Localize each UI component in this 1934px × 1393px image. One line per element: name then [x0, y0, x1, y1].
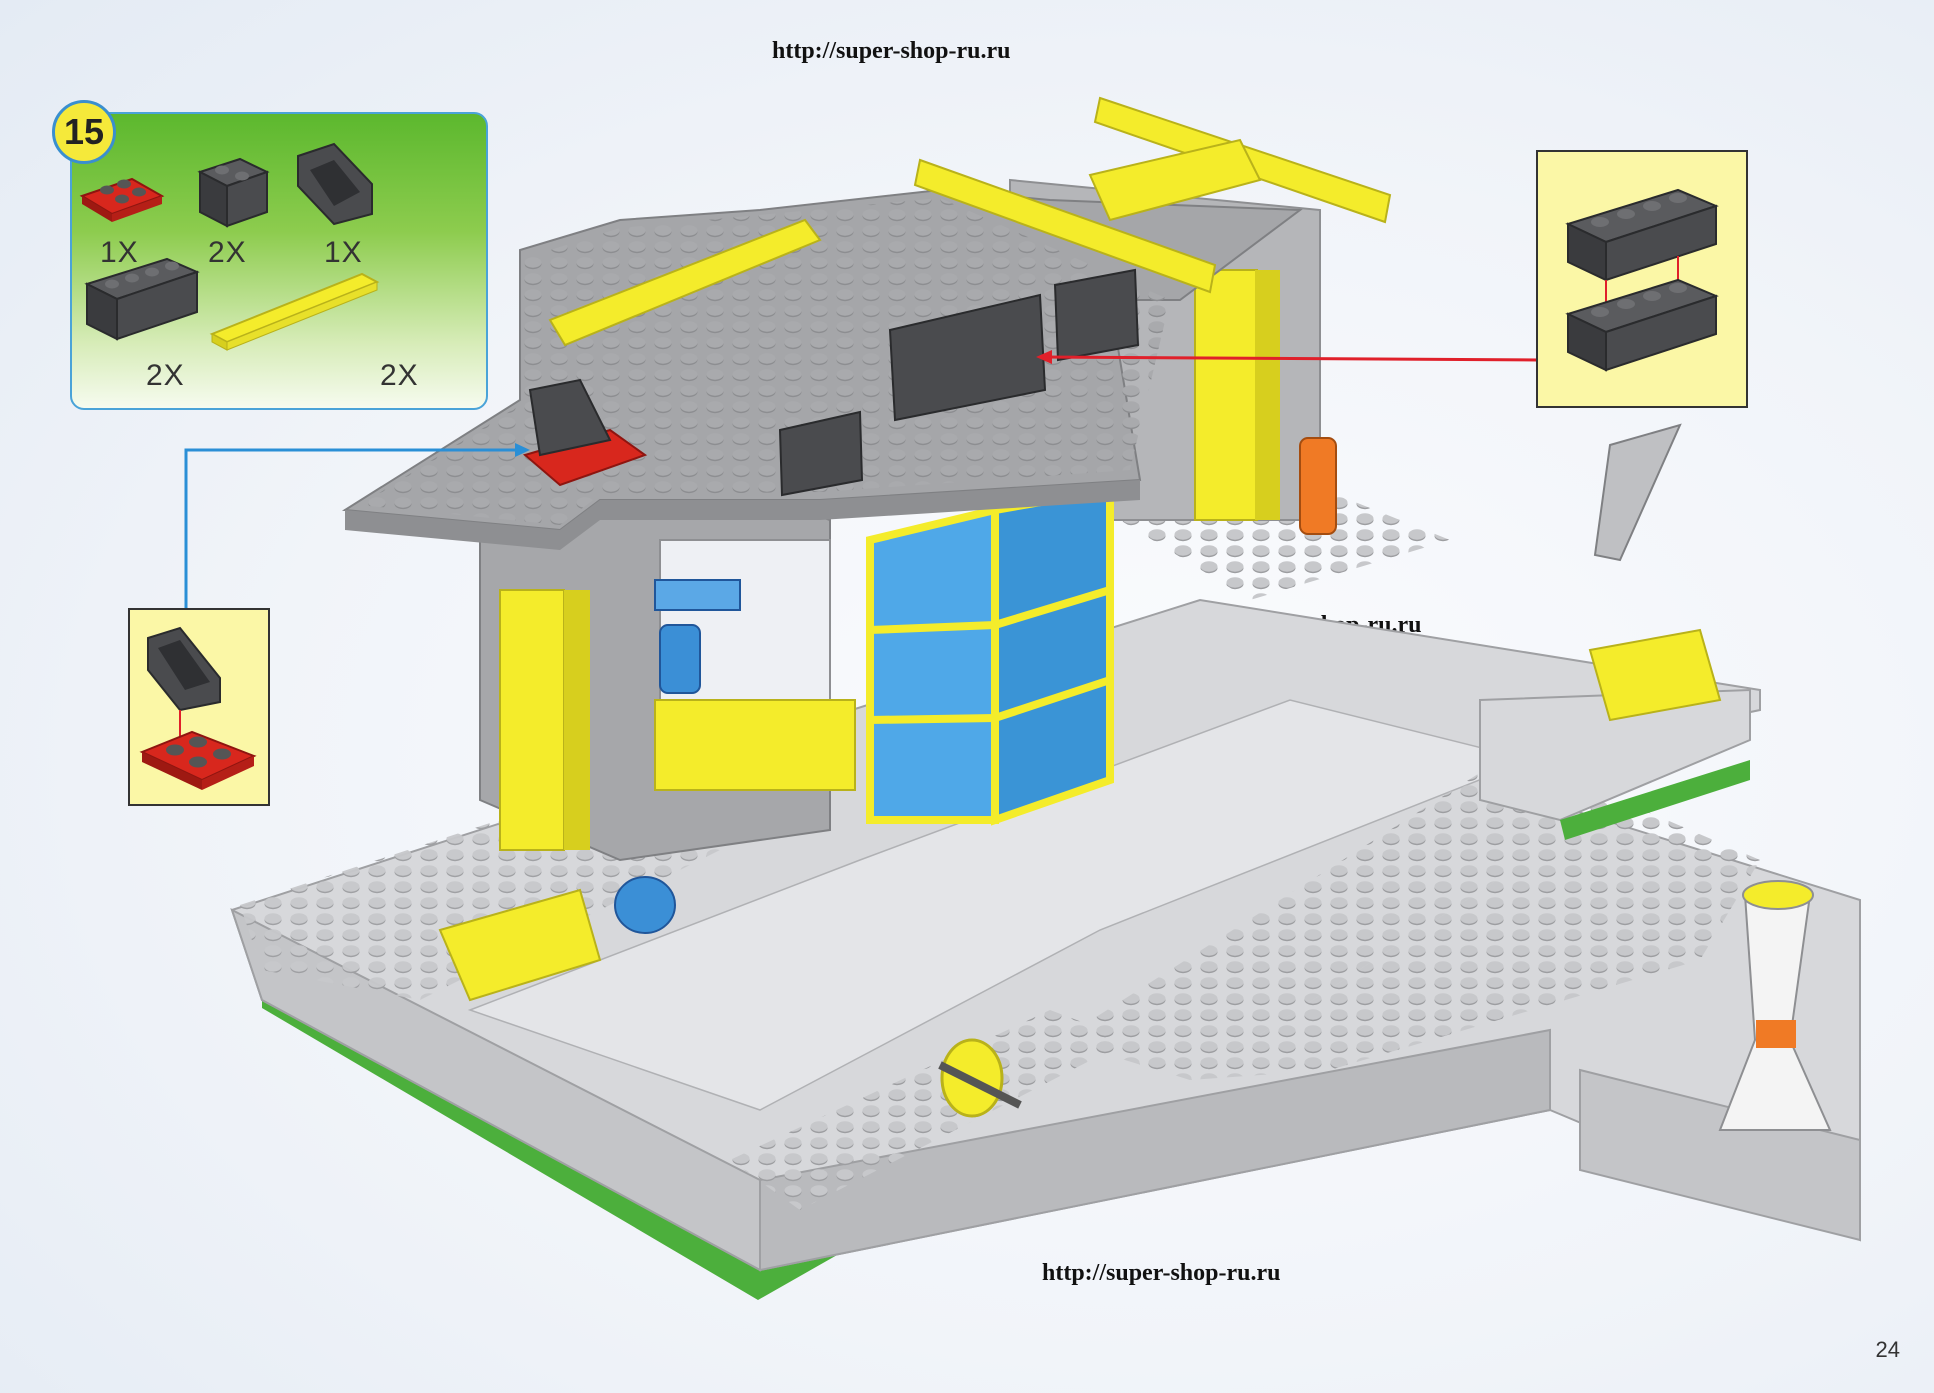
qty-dark-slope: 1X: [324, 236, 363, 269]
page-number: 24: [1875, 1337, 1900, 1362]
dark-brick-1x2-right: [1053, 268, 1140, 362]
callout-slope-on-plate: [128, 608, 270, 806]
orange-hydrant: [1299, 437, 1337, 535]
rear-yellow-column-a: [1194, 269, 1258, 521]
interior-blue-canister: [659, 624, 701, 694]
yellow-plate-roof-center: [1088, 138, 1262, 222]
step-parts-panel: 15: [52, 100, 488, 410]
blue-connector-line: [184, 448, 525, 610]
right-shelf-green: [1560, 760, 1750, 840]
figure-right: [1588, 628, 1722, 722]
floor-studs-front: [730, 1010, 1130, 1210]
dark-slope-roof: [528, 378, 612, 457]
step-number-badge: 15: [52, 100, 116, 164]
callout-stacked-bricks: [1536, 150, 1748, 408]
red-arrowhead: [1036, 350, 1052, 364]
red-connector-line: [1041, 355, 1539, 362]
callout-bricks-svg: [1565, 188, 1719, 372]
floor-studs-diagonal: [1060, 760, 1620, 1080]
dark-brick-1x4-stack: [888, 293, 1047, 422]
watermark-bottom: http://super-shop-ru.ru: [1042, 1260, 1281, 1286]
lamp-tower-top: [1742, 880, 1814, 910]
qty-dark-brick-1x4: 2X: [146, 359, 185, 392]
qty-red-plate: 1X: [100, 236, 139, 269]
yellow-tile-roof-right: [913, 158, 1217, 294]
yellow-column-front-side: [564, 590, 590, 850]
window-frame-h3: [993, 586, 1112, 629]
robot-arm: [1593, 423, 1682, 562]
window-frame-h1: [869, 621, 996, 634]
dark-brick-1x2-left: [778, 410, 864, 497]
blue-arrowhead: [515, 443, 530, 457]
callout-slope-svg: [139, 626, 257, 790]
parts-svg: [79, 142, 380, 351]
lamp-tower-orange-band: [1756, 1020, 1796, 1048]
glass-window-side: [991, 485, 1114, 826]
floor-studs-right: [1190, 800, 1760, 1080]
yellow-tile-roof-left: [548, 218, 822, 347]
rear-yellow-column-b: [1255, 270, 1280, 520]
figure-left: [438, 888, 602, 1002]
qty-yellow-tile: 2X: [380, 359, 419, 392]
window-frame-h2: [869, 714, 996, 724]
qty-dark-brick-1x2: 2X: [208, 236, 247, 269]
interior-counter: [654, 699, 856, 791]
window-frame-h4: [993, 676, 1112, 722]
part-yellow-tile: [209, 272, 380, 344]
yellow-column-front: [499, 589, 565, 851]
blue-helmet: [614, 876, 676, 934]
roof-front-edge: [345, 480, 1140, 550]
platform-front-right: [759, 1028, 1551, 1272]
glass-window-front: [866, 504, 999, 824]
watermark-top: http://super-shop-ru.ru: [772, 38, 1011, 64]
interior-blue-rack: [654, 579, 741, 611]
wheel-axle: [938, 1061, 1022, 1109]
